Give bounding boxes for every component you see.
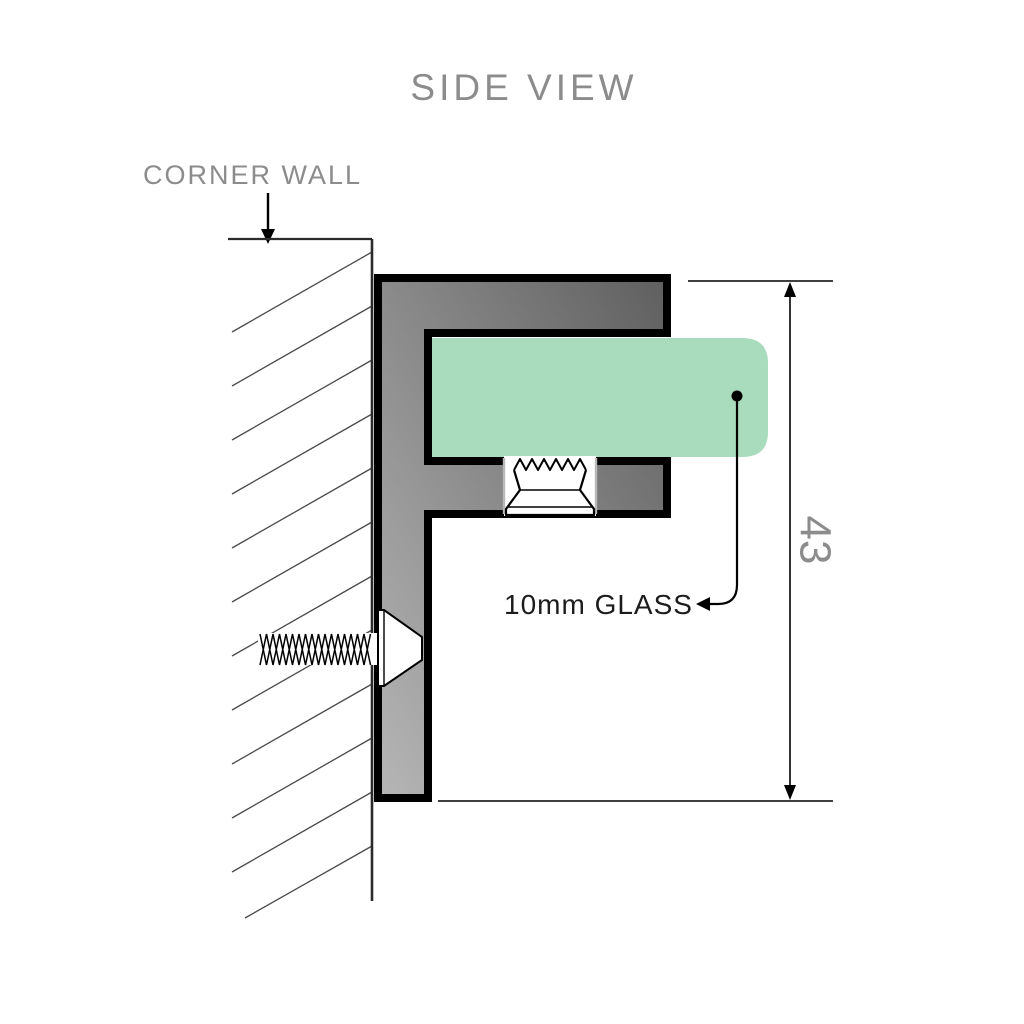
glass-leader-arrowhead	[696, 597, 710, 611]
bracket-body	[374, 274, 671, 802]
corner-wall-label: CORNER WALL	[143, 160, 362, 190]
glass-panel	[432, 338, 768, 457]
wall-hatching	[231, 251, 373, 919]
dimension-arrow-down	[784, 785, 796, 800]
glass-label: 10mm GLASS	[504, 589, 693, 620]
wall-line	[228, 237, 374, 901]
dimension-43: 43	[438, 280, 840, 802]
diagram-title: SIDE VIEW	[410, 67, 637, 108]
grub-screw	[502, 456, 598, 517]
wall-pointer-arrow	[261, 193, 275, 244]
dimension-value: 43	[791, 516, 840, 565]
mounting-screw	[258, 609, 423, 687]
glass-leader-line	[696, 390, 743, 611]
dimension-arrow-up	[784, 282, 796, 297]
glass-leader-dot	[731, 390, 743, 402]
